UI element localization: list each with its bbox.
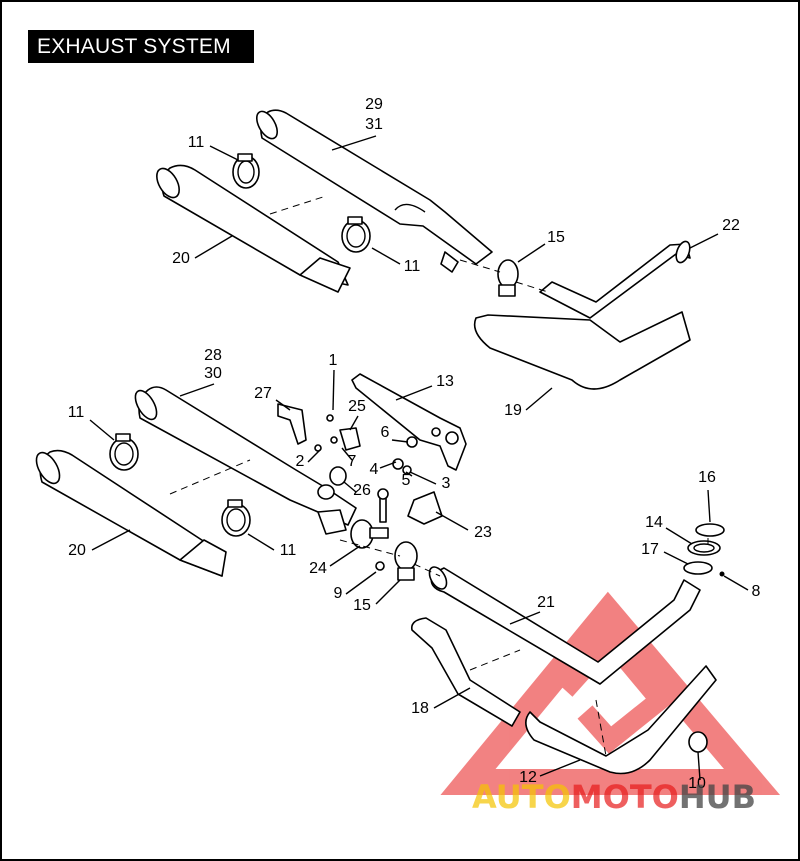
callout-21: 21 [537,594,555,611]
callout-16: 16 [698,469,716,486]
centerlines [169,195,709,757]
callout-3: 3 [442,475,451,492]
callout-28: 28 [204,347,222,364]
leader-lines [89,135,749,781]
callout-5: 5 [402,472,411,489]
callout-9: 9 [334,585,343,602]
callout-11: 11 [68,404,85,421]
callout-30: 30 [204,365,222,382]
callout-12: 12 [519,769,537,786]
lower-clamp-15 [375,541,418,581]
upper-heat-shield-19 [473,311,691,390]
callout-25: 25 [348,398,366,415]
saddlebag-support-13 [351,373,467,471]
upper-muffler-20 [156,164,351,293]
lower-clamp-11a [109,433,139,471]
small-hardware [314,414,418,523]
heat-shield-12 [525,665,717,775]
callout-10: 10 [688,775,706,792]
callout-2: 2 [296,453,305,470]
callout-31: 31 [365,116,383,133]
upper-clamp-11a [232,153,260,189]
callout-15: 15 [547,229,565,246]
watermark-hub: HUB [679,778,756,816]
callout-17: 17 [641,541,659,558]
lower-head-pipe-21 [428,566,701,685]
watermark-text: AUTOMOTOHUB [472,778,756,816]
upper-head-pipe-22 [539,240,691,319]
lower-muffler-20 [35,449,227,577]
lower-muffler-28-30 [134,386,357,535]
upper-clamp-11b [341,216,371,253]
callout-23: 23 [474,524,492,541]
heat-shield-18 [410,617,521,727]
callout-15: 15 [353,597,371,614]
callout-20: 20 [68,542,86,559]
callout-18: 18 [411,700,429,717]
callout-13: 13 [436,373,454,390]
upper-clamp-15 [497,259,519,297]
callout-27: 27 [254,385,272,402]
watermark-moto: MOTO [571,778,679,816]
gasket-rings-14-16-17 [683,523,725,577]
bracket-27 [277,403,307,445]
callout-6: 6 [381,424,390,441]
clamp-24 [350,519,389,549]
watermark-m-icon [557,624,675,754]
callout-24: 24 [309,560,327,577]
callout-14: 14 [645,514,663,531]
callout-11: 11 [404,258,421,275]
clamp-10 [688,731,708,753]
callout-20: 20 [172,250,190,267]
callout-1: 1 [329,352,338,369]
callout-11: 11 [188,134,205,151]
upper-muffler-29-31 [255,109,493,273]
callout-22: 22 [722,217,740,234]
bracket-23 [407,491,443,525]
lower-clamp-11b [221,499,251,537]
watermark-auto: AUTO [472,778,571,816]
page-title: EXHAUST SYSTEM [37,35,231,58]
callout-4: 4 [370,461,379,478]
callout-19: 19 [504,402,522,419]
callout-26: 26 [353,482,371,499]
callout-11: 11 [280,542,297,559]
callout-29: 29 [365,96,383,113]
title-banner: EXHAUST SYSTEM [28,30,254,63]
callout-7: 7 [348,453,357,470]
callout-8: 8 [752,583,761,600]
